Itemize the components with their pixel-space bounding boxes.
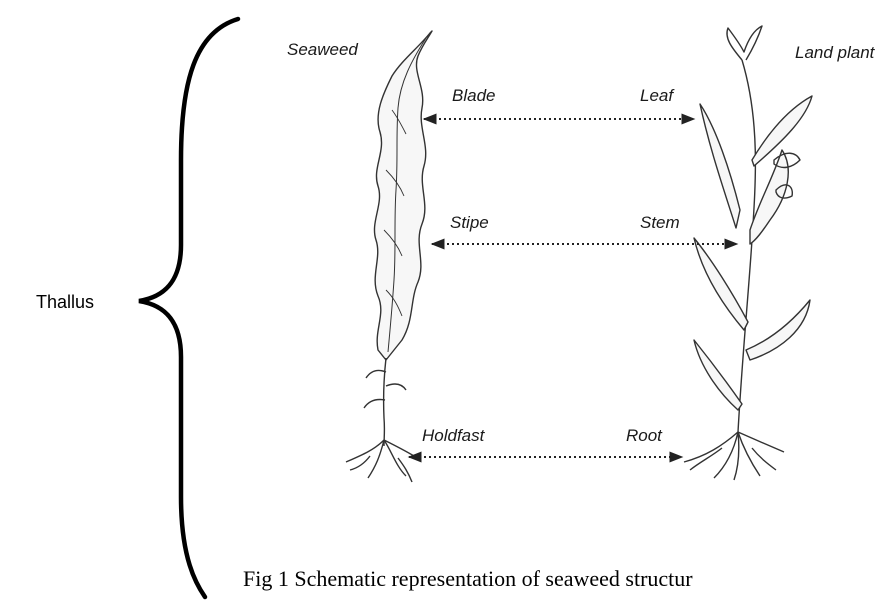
- land-plant-title: Land plant: [795, 43, 876, 62]
- label-root: Root: [626, 426, 663, 445]
- land-plant-illustration: [684, 26, 812, 480]
- label-leaf: Leaf: [640, 86, 675, 105]
- label-holdfast: Holdfast: [422, 426, 486, 445]
- label-stipe: Stipe: [450, 213, 489, 232]
- thallus-brace: [139, 19, 238, 597]
- label-stem: Stem: [640, 213, 680, 232]
- seaweed-illustration: [346, 31, 432, 482]
- figure-caption: Fig 1 Schematic representation of seawee…: [243, 566, 693, 592]
- thallus-label: Thallus: [36, 292, 94, 312]
- seaweed-title: Seaweed: [287, 40, 358, 59]
- label-blade: Blade: [452, 86, 495, 105]
